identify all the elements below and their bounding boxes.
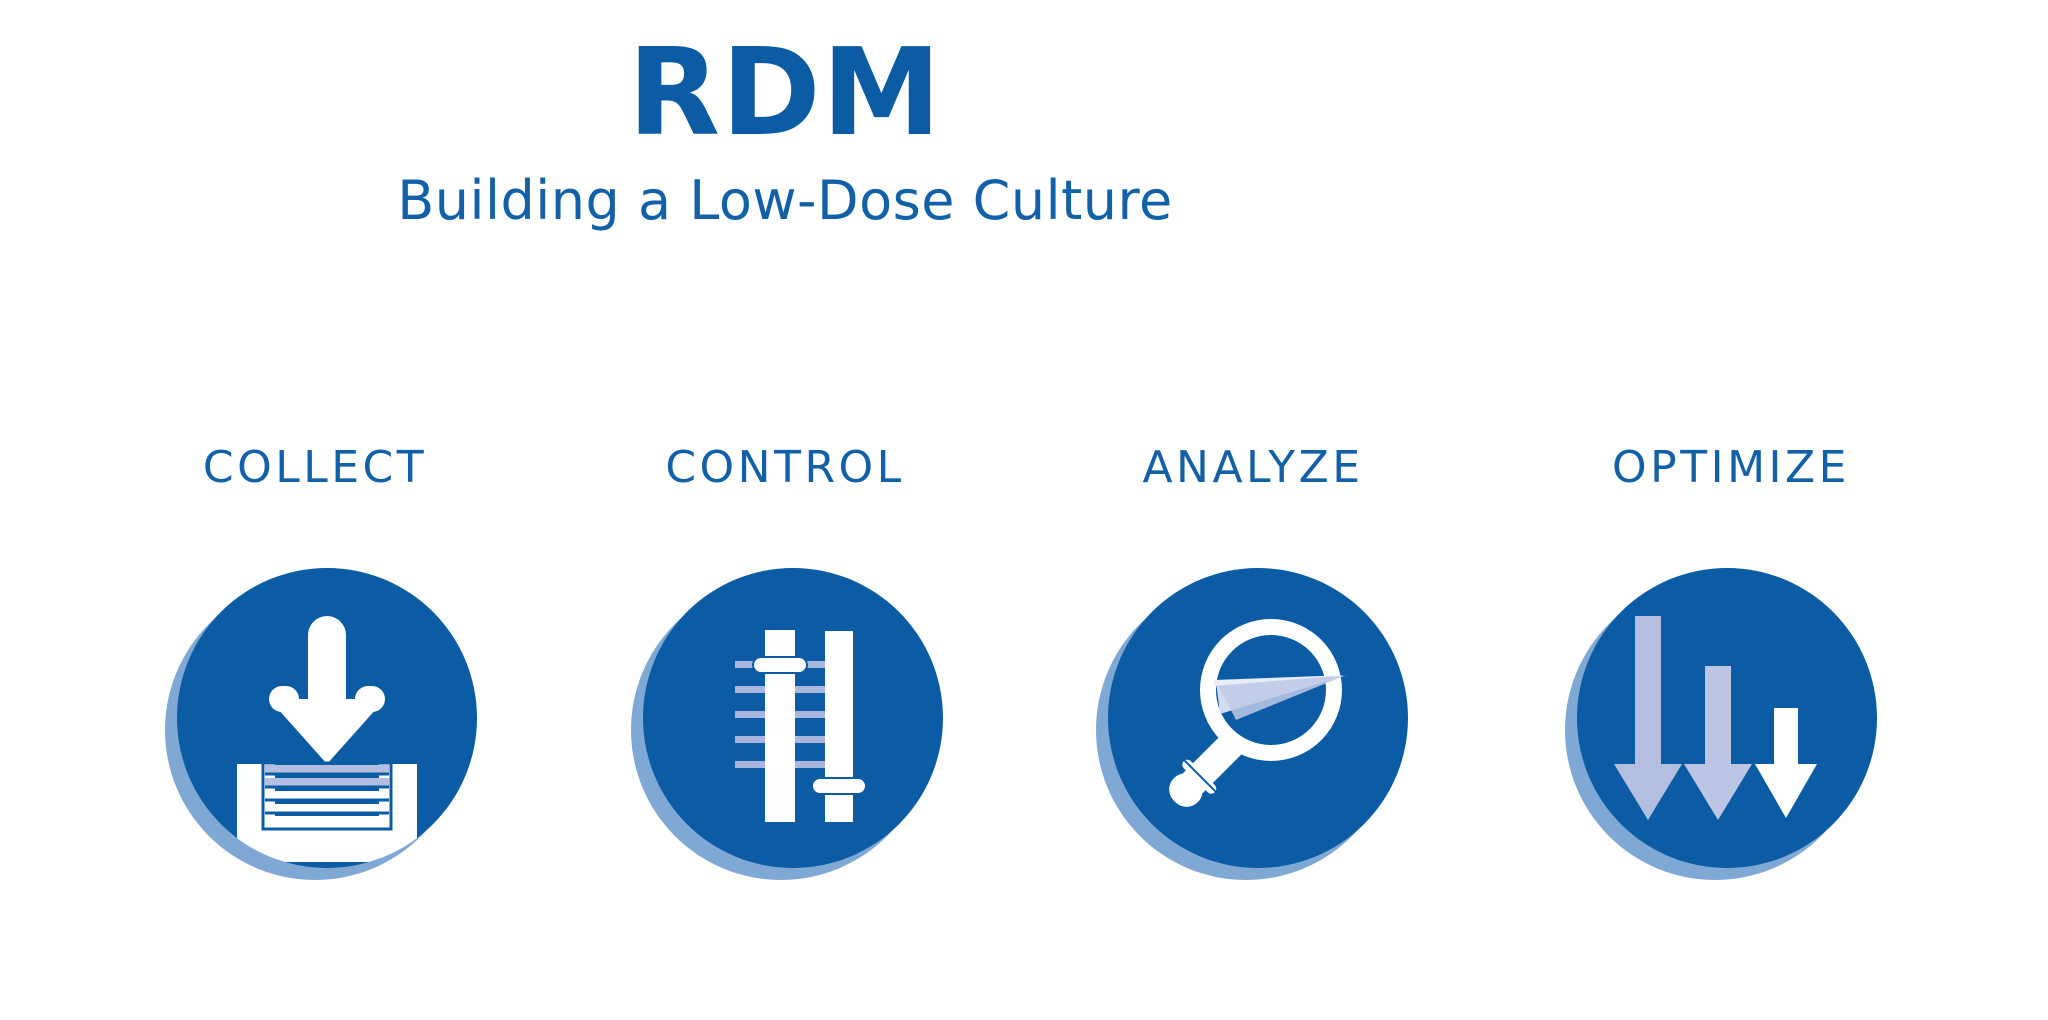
step-collect[interactable]: COLLECT — [96, 440, 558, 1020]
step-label-analyze: ANALYZE — [1142, 442, 1364, 493]
badge-analyze[interactable] — [1096, 568, 1408, 880]
step-label-collect: COLLECT — [202, 442, 428, 493]
badge-collect[interactable] — [165, 568, 477, 880]
badge-control[interactable] — [631, 568, 943, 880]
badge-circle[interactable] — [1108, 568, 1408, 868]
page-subtitle: Building a Low-Dose Culture — [397, 169, 1173, 232]
sliders-icon — [735, 630, 867, 822]
step-control[interactable]: CONTROL — [558, 440, 1020, 1020]
step-label-control: CONTROL — [665, 442, 905, 493]
download-tray-icon — [237, 616, 417, 862]
step-label-optimize: OPTIMIZE — [1612, 442, 1850, 493]
badge-circle[interactable] — [643, 568, 943, 868]
arrow-short — [1755, 708, 1817, 818]
badge-circle[interactable] — [1577, 568, 1877, 868]
arrow-tall — [1614, 616, 1682, 820]
step-analyze[interactable]: ANALYZE — [1020, 440, 1482, 1020]
magnifying-glass-icon — [1169, 619, 1348, 807]
step-optimize[interactable]: OPTIMIZE — [1482, 440, 1944, 1020]
steps-row: COLLECT — [96, 440, 1946, 1020]
badge-optimize[interactable] — [1565, 568, 1877, 880]
arrow-medium — [1684, 666, 1752, 820]
page-title: RDM — [627, 24, 943, 163]
header: RDM Building a Low-Dose Culture — [0, 0, 1570, 228]
badge-circle[interactable] — [177, 568, 477, 868]
three-down-arrows-icon — [1614, 616, 1817, 820]
